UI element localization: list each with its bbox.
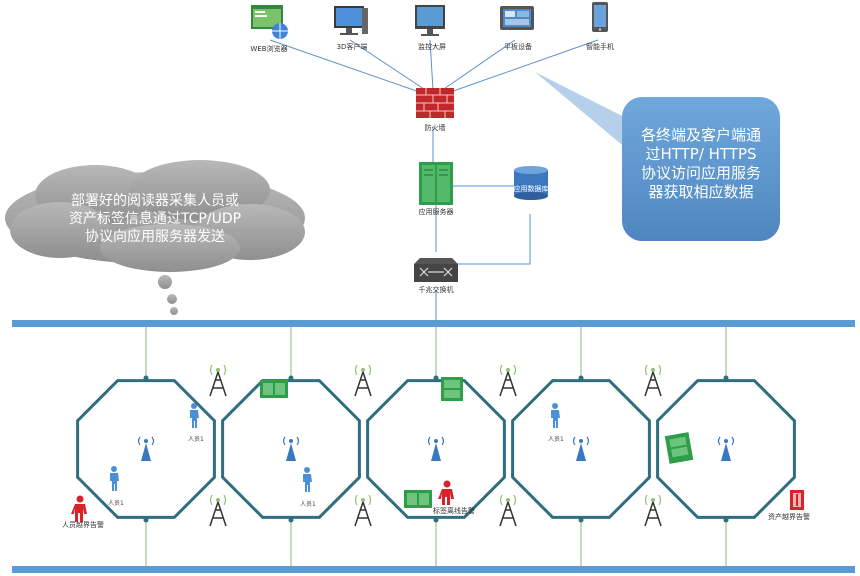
web-browser-label: WEB浏览器 <box>250 45 288 53</box>
client-3d-icon <box>334 6 368 35</box>
zone-octagon-1 <box>76 379 216 519</box>
person-label-4: 人员1 <box>548 436 564 443</box>
zone-antenna-icon-1 <box>137 436 155 461</box>
person-label-2: 人员1 <box>108 500 124 507</box>
callout-line-4: 器获取相应数据 <box>648 183 754 201</box>
person-alarm-icon <box>71 495 87 522</box>
zone-reader-device-2 <box>441 377 463 401</box>
callout-line-1: 各终端及客户端通 <box>640 126 761 144</box>
person-label-3: 人员1 <box>300 501 316 508</box>
reader-tower-icon-3 <box>499 364 517 397</box>
tablet-label: 平板设备 <box>504 43 532 51</box>
callout-text: 各终端及客户端通 过HTTP/ HTTPS 协议访问应用服务 器获取相应数据 <box>622 126 780 202</box>
reader-tower-icon-6 <box>354 494 372 527</box>
zone-antenna-icon-5 <box>717 436 735 461</box>
reader-tower-icon-2 <box>354 364 372 397</box>
reader-tower-icon-7 <box>499 494 517 527</box>
zone-antenna-icon-2 <box>282 436 300 461</box>
asset-alarm-icon <box>790 490 804 510</box>
zone-reader-device-1 <box>260 380 288 398</box>
app-server-label: 应用服务器 <box>418 208 454 216</box>
reader-towers <box>209 364 662 527</box>
zone-octagon-3 <box>366 379 506 519</box>
bus-drops <box>145 327 727 566</box>
asset-alarm-label: 资产越界告警 <box>768 513 810 521</box>
people <box>110 403 560 492</box>
database-icon <box>514 166 548 200</box>
cloud-text: 部署好的阅读器采集人员或 资产标签信息通过TCP/UDP 协议向应用服务器发送 <box>30 192 280 246</box>
callout-line-2: 过HTTP/ HTTPS <box>645 145 757 163</box>
monitor-screen-label: 监控大屏 <box>418 43 446 51</box>
zone-octagon-2 <box>221 379 361 519</box>
bottom-network-bus <box>12 566 855 573</box>
tablet-icon <box>500 6 534 30</box>
zone-octagon-5 <box>656 379 796 519</box>
person-icon-1 <box>190 403 199 428</box>
gigabit-switch-icon <box>414 258 458 282</box>
gigabit-switch-label: 千兆交换机 <box>418 286 454 294</box>
top-network-bus <box>12 320 855 327</box>
cloud-line-1: 部署好的阅读器采集人员或 <box>71 193 239 209</box>
cloud-line-2: 资产标签信息通过TCP/UDP <box>68 211 242 227</box>
zone-reader-device-4 <box>664 432 694 464</box>
person-icon-3 <box>303 467 312 492</box>
app-database-label: 应用数据库 <box>513 185 549 193</box>
reader-tower-icon-4 <box>644 364 662 397</box>
person-icon-2 <box>110 466 119 491</box>
reader-tower-icon-8 <box>644 494 662 527</box>
zone-reader-device-3 <box>404 490 432 508</box>
callout-line-3: 协议访问应用服务 <box>640 164 761 182</box>
person-label-1: 人员1 <box>188 436 204 443</box>
person-icon-4 <box>551 403 560 428</box>
tag-alarm-icon <box>438 480 454 505</box>
person-alarm-label: 人员越界告警 <box>62 521 104 529</box>
cloud-bubble <box>5 160 305 315</box>
zones <box>76 375 796 523</box>
client-3d-label: 3D客户端 <box>336 43 368 51</box>
callout-bubble <box>535 72 780 241</box>
zone-antenna-icon-3 <box>427 436 445 461</box>
zone-octagon-4 <box>511 379 651 519</box>
app-server-icon <box>419 162 453 205</box>
smartphone-icon <box>592 2 608 32</box>
reader-tower-icon-5 <box>209 494 227 527</box>
monitor-screen-icon <box>415 5 445 36</box>
firewall-label: 防火墙 <box>424 124 446 132</box>
firewall-icon <box>416 88 454 118</box>
device-links <box>269 39 599 96</box>
smartphone-label: 智能手机 <box>586 43 614 51</box>
web-browser-icon <box>251 5 288 39</box>
tag-alarm-label: 标签离线告警 <box>433 507 475 515</box>
reader-tower-icon-1 <box>209 364 227 397</box>
zone-antenna-icon-4 <box>572 436 590 461</box>
cloud-line-3: 协议向应用服务器发送 <box>85 229 225 245</box>
